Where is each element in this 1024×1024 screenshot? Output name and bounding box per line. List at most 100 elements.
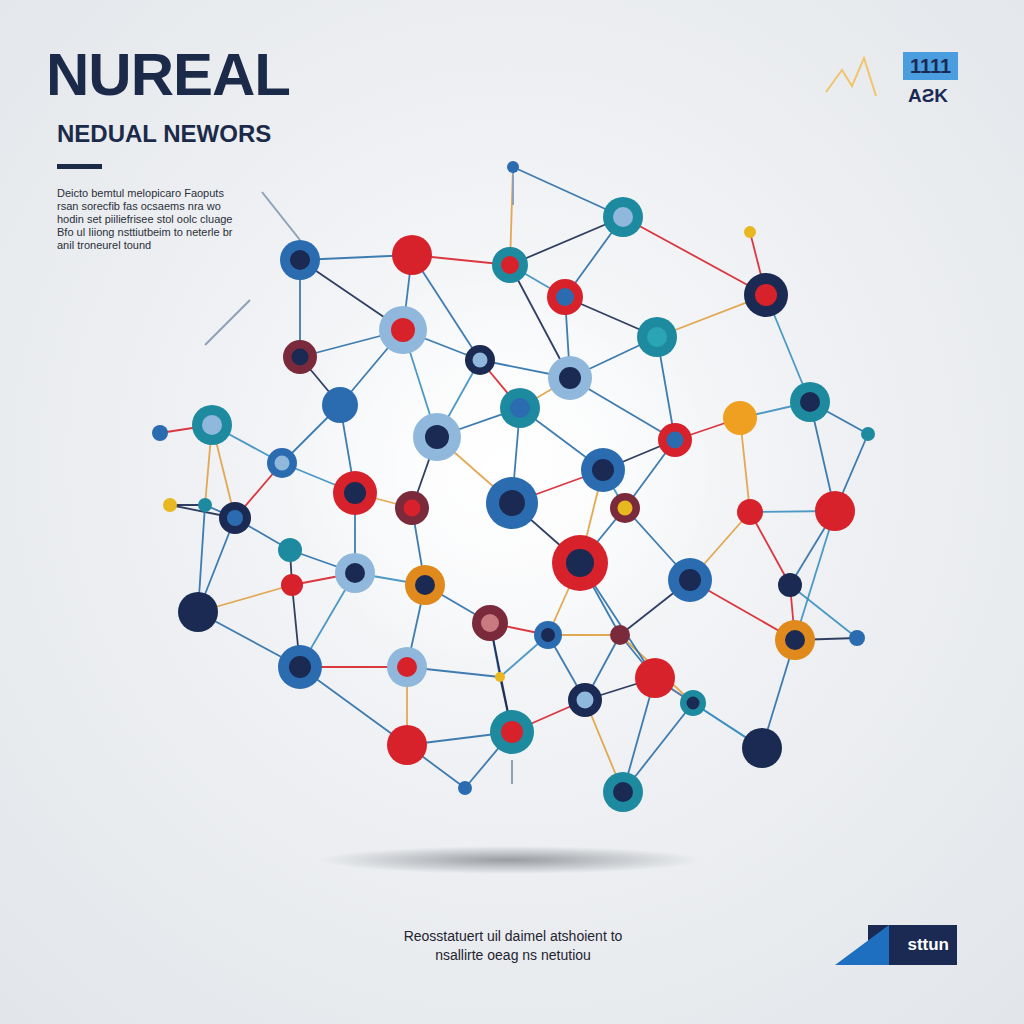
dot-core	[687, 697, 700, 710]
network-dot	[379, 306, 427, 354]
dot-core	[289, 656, 311, 678]
logo-number: 1111	[903, 53, 958, 79]
network-dot	[680, 690, 706, 716]
network-dot	[492, 247, 528, 283]
network-dot	[603, 772, 643, 812]
dot-core	[344, 482, 366, 504]
network-dot	[658, 423, 692, 457]
dot-core	[647, 327, 667, 347]
network-dot	[603, 197, 643, 237]
network-dot	[534, 621, 562, 649]
network-link	[623, 217, 766, 295]
network-dot	[267, 448, 297, 478]
badge-text: sttun	[907, 935, 957, 955]
center-glow	[280, 270, 720, 670]
dot-core	[510, 398, 530, 418]
subtitle: NEDUAL NEWORS	[57, 120, 357, 148]
brand-badge: sttun	[835, 925, 957, 965]
dot-core	[613, 782, 633, 802]
network-dot	[387, 725, 427, 765]
dot-core	[501, 256, 519, 274]
dot-core	[501, 721, 523, 743]
network-dot	[281, 574, 303, 596]
network-dot	[486, 477, 538, 529]
network-dot	[392, 235, 432, 275]
network-dot	[335, 553, 375, 593]
network	[152, 161, 875, 812]
dot-core	[425, 425, 449, 449]
dot-core	[559, 367, 581, 389]
network-dot	[387, 647, 427, 687]
dot-core	[275, 456, 290, 471]
stray-link	[262, 192, 300, 240]
dot-core	[345, 563, 365, 583]
network-dot	[219, 502, 251, 534]
network-dot	[495, 672, 505, 682]
caption: Reosstatuert uil daimel atshoient to nsa…	[393, 927, 633, 965]
dot-core	[391, 318, 415, 342]
network-dot	[333, 471, 377, 515]
logo-box	[903, 52, 958, 80]
dot-core	[499, 490, 525, 516]
title: NUREAL	[46, 40, 290, 109]
network-dot	[500, 388, 540, 428]
network-dot	[744, 273, 788, 317]
network-dot	[610, 625, 630, 645]
network-dot	[472, 605, 508, 641]
dot-core	[481, 614, 499, 632]
dot-core	[755, 284, 777, 306]
dot-core	[566, 549, 594, 577]
network-dot	[178, 592, 218, 632]
network-dot	[490, 710, 534, 754]
network-dot	[278, 645, 322, 689]
dot-core	[397, 657, 417, 677]
network-dot	[413, 413, 461, 461]
network-dot	[790, 382, 830, 422]
network-dot	[507, 161, 519, 173]
network-dot	[744, 226, 756, 238]
stray-link	[205, 300, 250, 345]
dot-core	[290, 250, 310, 270]
body-text: Deicto bemtul melopicaro Faoputs rsan so…	[57, 187, 247, 252]
dot-core	[800, 392, 820, 412]
network-dot	[849, 630, 865, 646]
dot-core	[292, 349, 309, 366]
network-dot	[742, 728, 782, 768]
network-dot	[283, 340, 317, 374]
logo-zigzag	[826, 58, 876, 96]
network-dot	[547, 279, 583, 315]
network-dot	[637, 317, 677, 357]
network-dot	[458, 781, 472, 795]
dot-core	[618, 501, 633, 516]
network-dot	[278, 538, 302, 562]
badge-triangle	[835, 925, 889, 965]
dot-core	[227, 510, 243, 526]
title-dash	[57, 164, 102, 169]
dot-core	[577, 692, 594, 709]
logo-word: AƧK	[893, 84, 963, 108]
dot-core	[202, 415, 222, 435]
ground-shadow	[320, 846, 700, 874]
network-dot	[280, 240, 320, 280]
network-link	[795, 511, 835, 640]
dot-core	[679, 569, 701, 591]
network-dot	[610, 493, 640, 523]
dot-core	[785, 630, 805, 650]
network-dot	[635, 658, 675, 698]
network-dot	[552, 535, 608, 591]
dot-core	[592, 459, 614, 481]
network-dot	[192, 405, 232, 445]
network-dot	[568, 683, 602, 717]
dot-core	[404, 500, 421, 517]
dot-core	[667, 432, 684, 449]
dot-core	[613, 207, 633, 227]
network-dot	[815, 491, 855, 531]
network-dot	[737, 499, 763, 525]
dot-core	[473, 353, 488, 368]
network-dot	[581, 448, 625, 492]
network-dot	[395, 491, 429, 525]
network-dot	[322, 387, 358, 423]
network-dot	[163, 498, 177, 512]
network-dot	[668, 558, 712, 602]
